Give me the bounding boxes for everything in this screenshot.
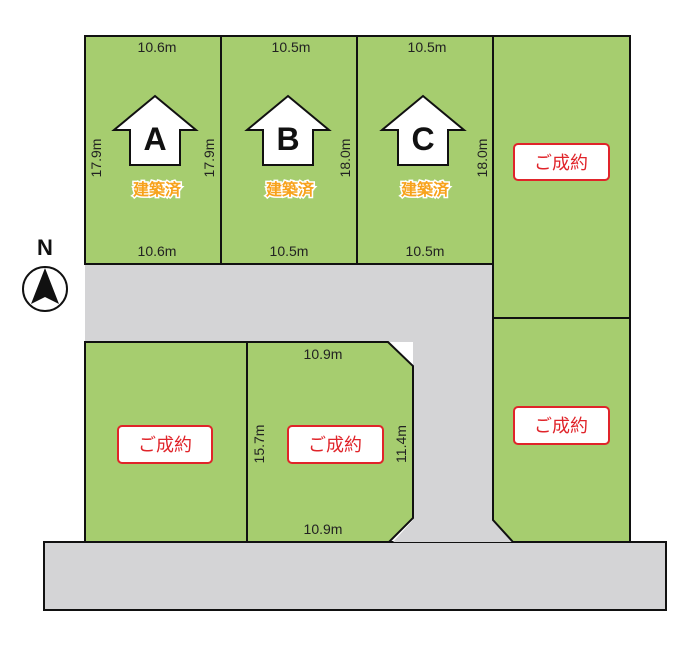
lot-b[interactable]	[220, 35, 358, 265]
main-road	[43, 541, 667, 611]
lot-d-left-dimension: 15.7m	[251, 425, 267, 464]
svg-text:C: C	[411, 121, 434, 157]
built-label-a: 建築済	[133, 180, 182, 199]
house-icon-b: B	[244, 94, 332, 166]
lot-a-left-dimension: 17.9m	[88, 139, 104, 178]
lot-c-top-dimension: 10.5m	[408, 39, 447, 55]
built-label-b: 建築済	[266, 180, 315, 199]
sold-badge-southeast: ご成約	[513, 406, 610, 445]
lot-a-right-dimension: 17.9m	[201, 139, 217, 178]
lot-d-bottom-dimension: 10.9m	[304, 521, 343, 537]
sold-badge-southwest: ご成約	[117, 425, 213, 464]
svg-text:ご成約: ご成約	[308, 435, 362, 456]
sold-badge-northeast: ご成約	[513, 143, 610, 181]
lot-a-top-dimension: 10.6m	[138, 39, 177, 55]
lot-a-bottom-dimension: 10.6m	[138, 243, 177, 259]
lot-d-right-dimension: 11.4m	[393, 425, 409, 463]
house-icon-a: A	[111, 94, 199, 166]
north-arrow-icon: N	[22, 235, 68, 312]
access-road-stem	[393, 342, 513, 542]
lot-b-bottom-dimension: 10.5m	[270, 243, 309, 259]
svg-text:N: N	[37, 235, 53, 260]
access-road	[85, 264, 493, 342]
lot-b-right-dimension: 18.0m	[337, 139, 353, 178]
lot-d-top-dimension: 10.9m	[304, 346, 343, 362]
house-icon-c: C	[379, 94, 467, 166]
lot-b-top-dimension: 10.5m	[272, 39, 311, 55]
svg-text:A: A	[143, 121, 166, 157]
sold-badge-lot-d: ご成約	[287, 425, 384, 464]
lot-c-right-dimension: 18.0m	[474, 139, 490, 178]
svg-text:ご成約: ご成約	[138, 435, 192, 456]
svg-text:B: B	[276, 121, 299, 157]
svg-text:ご成約: ご成約	[534, 153, 588, 174]
lot-c-bottom-dimension: 10.5m	[406, 243, 445, 259]
svg-text:ご成約: ご成約	[534, 416, 588, 437]
built-label-c: 建築済	[401, 180, 450, 199]
